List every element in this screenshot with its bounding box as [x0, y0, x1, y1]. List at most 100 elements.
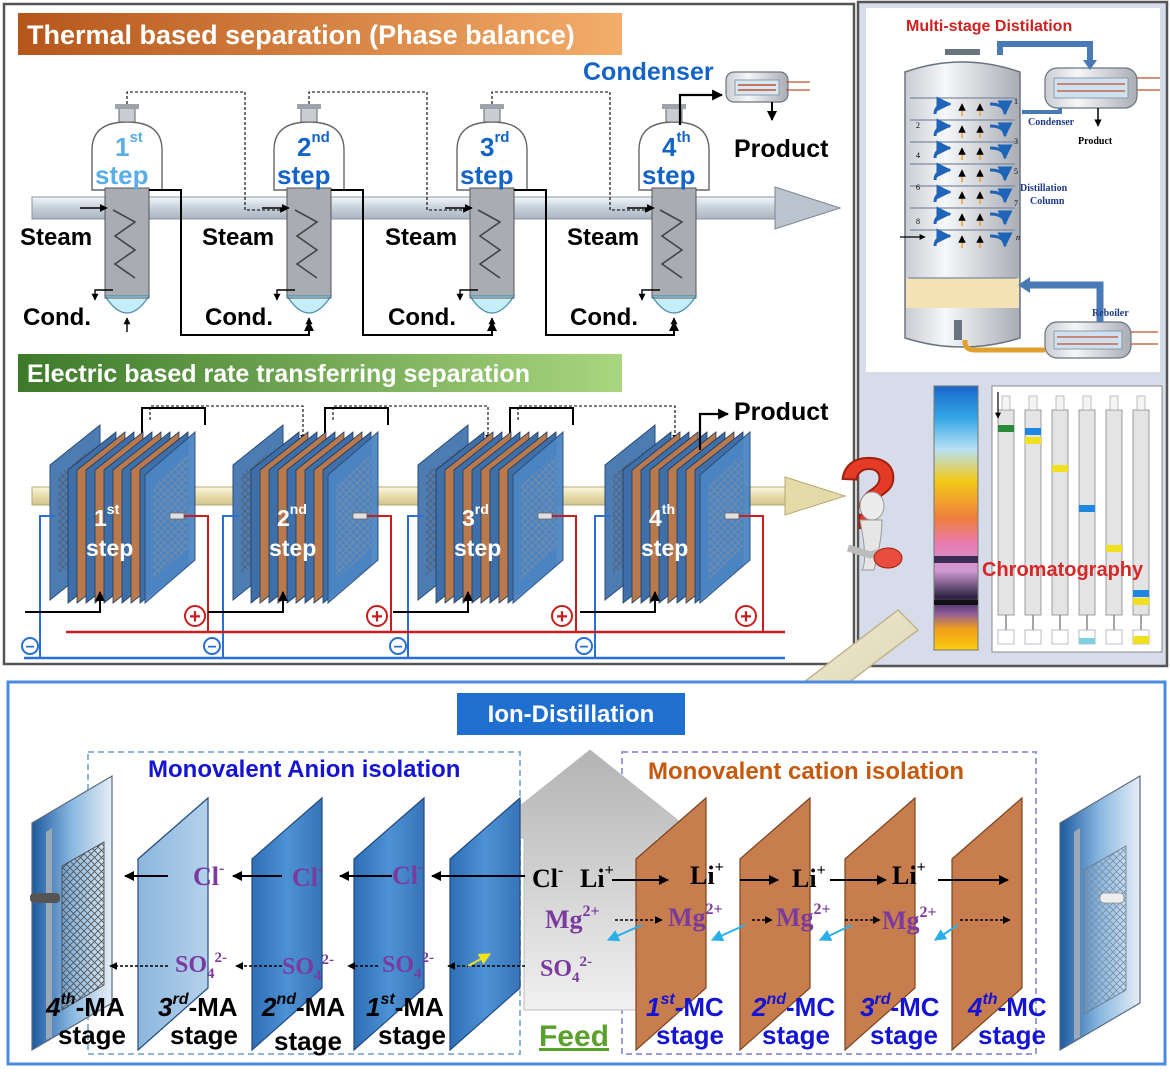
electric-product-arrow — [698, 408, 730, 450]
distillation-condenser-label: Condenser — [1028, 117, 1075, 128]
anion-membrane-3 — [353, 796, 425, 1052]
minus-sign-3: − — [389, 637, 407, 656]
minus-symbol-1: − — [25, 639, 34, 656]
electric-step-number-4: 4th — [649, 501, 675, 531]
mc-stage-word-4: stage — [978, 1020, 1046, 1050]
so4-label-2ma: SO42- — [282, 952, 334, 984]
thermal-banner-title: Thermal based separation (Phase balance) — [27, 20, 575, 50]
cation-membrane-2 — [739, 796, 811, 1052]
ma-stage-word-3: stage — [274, 1026, 342, 1056]
cation-membrane-4 — [951, 796, 1023, 1052]
electric-bus-lines — [24, 630, 785, 660]
mg-label-2mc: Mg2+ — [776, 901, 831, 932]
so4-reject-arrow — [467, 953, 492, 967]
li-label-3mc: Li+ — [892, 859, 926, 890]
plus-sign-4: + — [735, 605, 757, 628]
electric-step-word-2: step — [269, 535, 316, 561]
li-label-2mc: Li+ — [792, 862, 826, 893]
electric-step-number-2: 2nd — [277, 501, 307, 531]
chromatography-strip — [933, 385, 979, 651]
distillation-column — [904, 49, 1021, 348]
thermal-step-word-3: step — [460, 160, 513, 190]
distillation-condenser — [997, 41, 1160, 127]
question-figure: ? — [837, 437, 903, 571]
mc-stage-word-3: stage — [870, 1020, 938, 1050]
distillation-product-label: Product — [1078, 136, 1113, 147]
mg-label-3mc: Mg2+ — [882, 904, 937, 935]
ma-stage-label-2: 3rd-MA — [158, 991, 238, 1022]
chromatography-column-5 — [1105, 395, 1123, 645]
minus-symbol-2: − — [207, 639, 216, 656]
mg-reject-arrow-3 — [818, 924, 853, 941]
chromatography-column-1 — [997, 395, 1015, 645]
steam-label-3: Steam — [385, 224, 457, 251]
ion-left-endplate — [30, 774, 113, 1052]
mg-label-1mc: Mg2+ — [668, 901, 723, 932]
so4-label-3ma: SO42- — [175, 950, 227, 982]
anion-title: Monovalent Anion isolation — [148, 756, 460, 783]
cl-label-feed: Cl- — [532, 862, 563, 893]
tray-number-5: 5 — [1014, 167, 1018, 176]
electric-step-2: 2nd step — [208, 405, 491, 658]
mg-reject-arrow-2 — [710, 924, 746, 941]
tray-number-6: 6 — [916, 183, 920, 192]
thermal-step-number-4: 4th — [662, 129, 691, 162]
electric-step-1: 1st step — [25, 405, 306, 658]
steam-label-1: Steam — [20, 224, 92, 251]
cl-label-3ma: Cl- — [193, 860, 224, 891]
li-label-1mc: Li+ — [690, 859, 724, 890]
ion-right-endplate — [1059, 774, 1141, 1052]
chromatography-column-4 — [1078, 395, 1096, 645]
cation-membrane-1 — [635, 796, 707, 1052]
plus-symbol-4: + — [740, 606, 752, 628]
cond-label-1: Cond. — [23, 304, 91, 331]
electric-product-label: Product — [734, 398, 829, 426]
electric-feed-pipe — [31, 476, 847, 516]
chromatography-columns — [991, 385, 1163, 653]
tray-number-3: 3 — [1014, 137, 1018, 146]
thermal-product-label: Product — [734, 135, 829, 163]
thermal-step-word-2: step — [277, 160, 330, 190]
cond-label-3: Cond. — [388, 304, 456, 331]
cation-membrane-3 — [844, 796, 916, 1052]
plus-sign-3: + — [551, 605, 573, 628]
chromatography-column-3 — [1051, 395, 1069, 645]
tray-number-2: 2 — [916, 121, 920, 130]
electric-banner-title: Electric based rate transferring separat… — [27, 360, 530, 388]
electric-polarity-signs: ++++−−−− — [21, 605, 757, 656]
plus-sign-2: + — [366, 605, 388, 628]
steam-label-4: Steam — [567, 224, 639, 251]
thermal-step-number-1: 1st — [115, 129, 143, 162]
tray-number-4: 4 — [916, 151, 920, 160]
feed-label: Feed — [539, 1020, 609, 1053]
mc-stage-label-3: 3rd-MC — [860, 991, 940, 1022]
ion-title: Ion-Distillation — [488, 701, 655, 728]
ma-stage-label-1: 4th-MA — [45, 991, 125, 1022]
chromatography-column-6 — [1132, 395, 1150, 645]
mc-stage-word-2: stage — [762, 1020, 830, 1050]
anion-membrane-4 — [449, 796, 521, 1052]
ion-title-badge — [457, 693, 685, 735]
so4-label-feed: SO42- — [540, 954, 592, 986]
tray-number-9: n — [1016, 233, 1020, 242]
thermal-step-number-3: 3rd — [480, 129, 509, 162]
minus-sign-1: − — [21, 637, 39, 656]
tray-number-1: 1 — [1014, 97, 1018, 106]
electric-step-word-1: step — [86, 535, 133, 561]
electric-step-number-1: 1st — [94, 501, 120, 531]
plus-sign-1: + — [184, 605, 206, 628]
chromatography-label: Chromatography — [982, 559, 1144, 581]
distillation-reboiler — [954, 277, 1158, 359]
electric-step-number-3: 3rd — [462, 501, 489, 531]
mg-reject-arrow-1 — [606, 924, 643, 942]
cond-label-4: Cond. — [570, 304, 638, 331]
ion-stage: Cl-Cl-Cl-Cl-Li+Li+Li+Li+Mg2+Mg2+Mg2+Mg2+… — [30, 774, 1141, 1056]
minus-symbol-3: − — [393, 639, 402, 656]
mc-stage-label-4: 4th-MC — [967, 991, 1047, 1022]
